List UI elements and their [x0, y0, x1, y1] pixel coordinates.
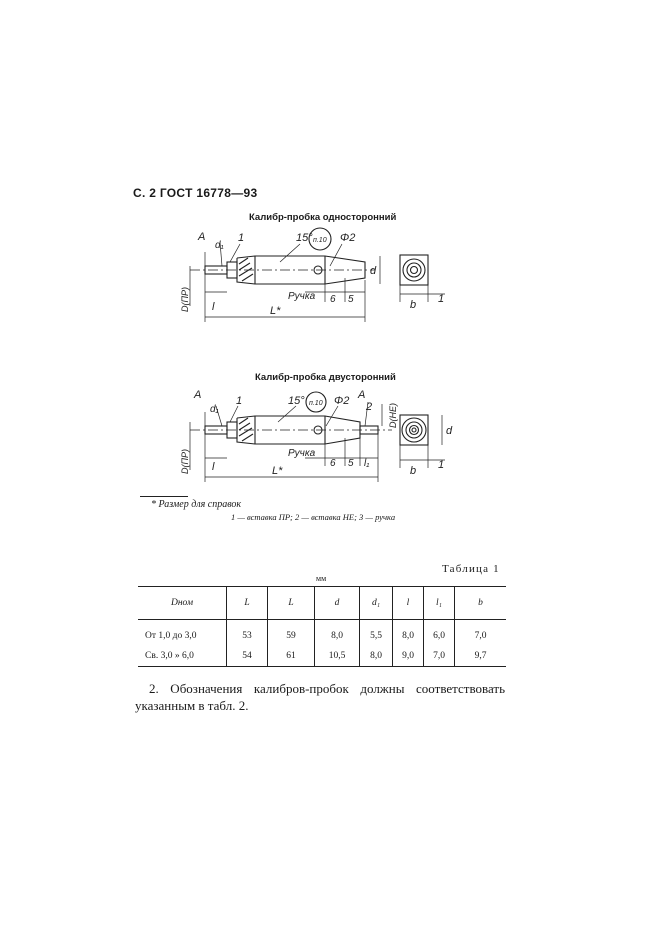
- col-header: d₁: [359, 586, 393, 620]
- figure1-drawing: A d₁ 1 15° п.10 Φ2 d D(ПР) l Ручка 6 5 L…: [180, 227, 445, 322]
- fig2-label-d: d: [446, 425, 453, 437]
- figure-legend: 1 — вставка ПР; 2 — вставка НЕ; 3 — ручк…: [231, 512, 396, 522]
- fig1-label-1-side: 1: [438, 293, 444, 305]
- fig2-label-l: l: [212, 461, 215, 473]
- fig1-label-angle: 15°: [296, 232, 313, 244]
- figure2-caption: Калибр-пробка двусторонний: [255, 372, 396, 383]
- fig2-label-L: L*: [272, 465, 283, 477]
- table-cell: 7,0: [423, 646, 455, 667]
- page-header: С. 2 ГОСТ 16778—93: [133, 186, 258, 200]
- fig2-label-l1: l₁: [364, 458, 369, 469]
- col-header: d: [314, 586, 360, 620]
- fig1-label-L: L*: [270, 305, 281, 317]
- fig1-label-a: A: [197, 231, 205, 243]
- table-cell: Св. 3,0 » 6,0: [138, 646, 227, 667]
- fig1-label-phi: Φ2: [340, 232, 355, 244]
- col-header: Dном: [138, 586, 227, 620]
- table-caption: Таблица 1: [442, 563, 500, 575]
- col-header: l: [392, 586, 424, 620]
- fig1-label-ref: п.10: [313, 237, 327, 244]
- table-cell: 8,0: [314, 619, 360, 646]
- table-cell: 8,0: [359, 646, 393, 667]
- fig2-label-ref: п.10: [309, 400, 323, 407]
- fig1-label-1: 1: [238, 232, 244, 244]
- fig1-label-l: l: [212, 301, 215, 313]
- footnote-divider: [140, 496, 188, 497]
- col-header: L: [267, 586, 315, 620]
- dimensions-table: Dном L L d d₁ l l₁ b От 1,0 до 3,0 53 59…: [138, 586, 506, 667]
- table-cell: 53: [226, 619, 268, 646]
- figure2-drawing: A d₁ 1 15° п.10 Φ2 A 2 D(НЕ) d D(ПР) l Р…: [180, 389, 453, 482]
- fig2-label-d1: d₁: [210, 404, 219, 415]
- fig1-label-dpr: D(ПР): [180, 287, 190, 312]
- table-row: От 1,0 до 3,0 53 59 8,0 5,5 8,0 6,0 7,0: [138, 619, 506, 646]
- table-cell: 6,0: [423, 619, 455, 646]
- fig1-label-ruchka: Ручка: [288, 291, 316, 302]
- figure1-caption: Калибр-пробка односторонний: [249, 212, 397, 223]
- table-cell: От 1,0 до 3,0: [145, 631, 197, 641]
- col-header: L: [226, 586, 268, 620]
- col-header: b: [454, 586, 506, 620]
- fig2-label-b: b: [410, 465, 416, 477]
- fig1-label-d1: d₁: [215, 240, 224, 251]
- fig2-label-2: 2: [365, 401, 372, 413]
- fig1-label-b: b: [410, 299, 416, 311]
- table-cell: 54: [226, 646, 268, 667]
- fig2-label-angle: 15°: [288, 395, 305, 407]
- table-cell: 7,0: [454, 619, 506, 646]
- fig2-label-ruchka: Ручка: [288, 448, 316, 459]
- table-cell: 9,0: [392, 646, 424, 667]
- table-cell: 59: [267, 619, 315, 646]
- fig1-label-6: 6: [330, 294, 336, 305]
- fig2-label-a2: A: [357, 389, 365, 401]
- table-units: мм: [316, 574, 327, 583]
- fig1-label-d: d: [370, 265, 377, 277]
- table-cell: 8,0: [392, 619, 424, 646]
- table-row: Св. 3,0 » 6,0 54 61 10,5 8,0 9,0 7,0 9,7: [138, 646, 506, 667]
- fig2-label-dpr: D(ПР): [180, 449, 190, 474]
- fig2-label-1: 1: [236, 395, 242, 407]
- fig2-label-5: 5: [348, 458, 354, 469]
- col-header: l₁: [423, 586, 455, 620]
- body-paragraph: 2. Обозначения калибров-пробок должны со…: [135, 681, 505, 713]
- table-cell: 61: [267, 646, 315, 667]
- footnote: * Размер для справок: [151, 499, 242, 510]
- table-cell: 10,5: [314, 646, 360, 667]
- fig2-label-6: 6: [330, 458, 336, 469]
- fig2-label-a1: A: [193, 389, 201, 401]
- fig2-label-phi: Φ2: [334, 395, 349, 407]
- fig2-label-1-side: 1: [438, 459, 444, 471]
- fig2-label-dne: D(НЕ): [388, 403, 398, 428]
- table-header-row: Dном L L d d₁ l l₁ b: [138, 586, 506, 620]
- table-cell: 5,5: [359, 619, 393, 646]
- table-cell: 9,7: [454, 646, 506, 667]
- fig1-label-5: 5: [348, 294, 354, 305]
